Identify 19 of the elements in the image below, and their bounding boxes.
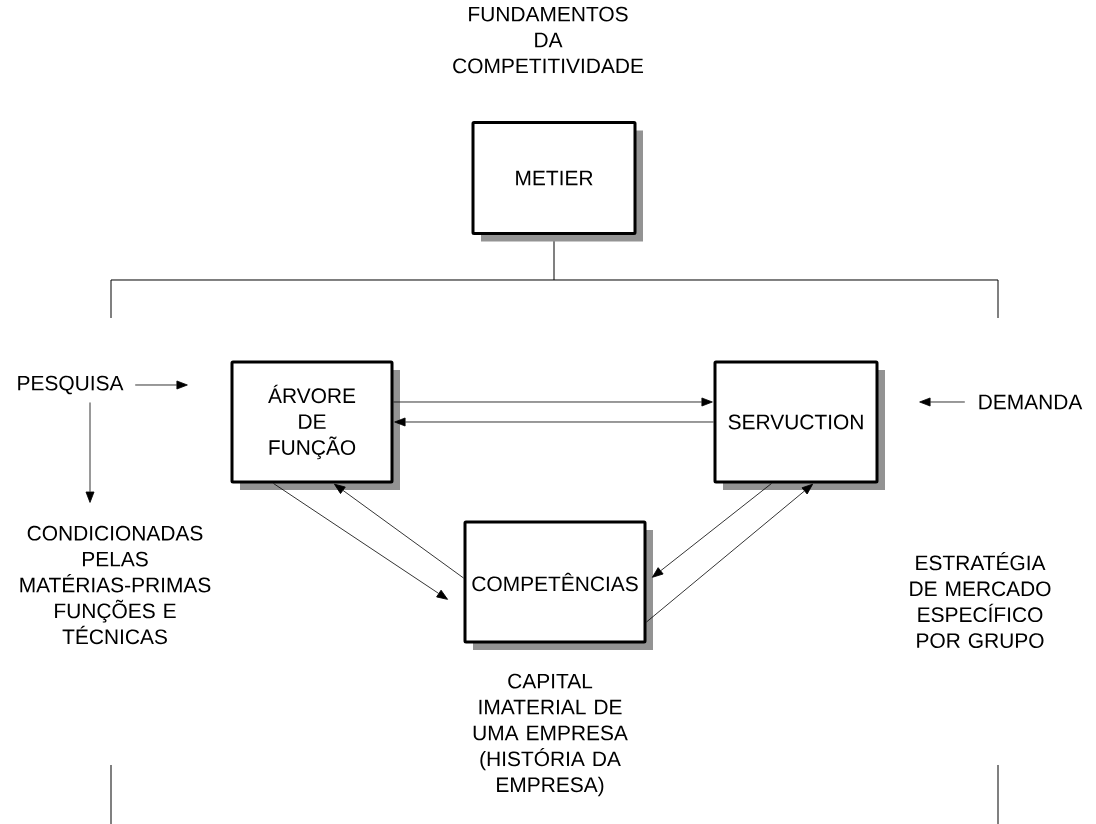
process-box: SERVUCTION bbox=[713, 360, 885, 490]
arrow bbox=[652, 483, 772, 578]
arrow bbox=[334, 483, 464, 579]
arrow bbox=[85, 402, 95, 503]
arrow bbox=[394, 417, 714, 427]
text-label: PESQUISA bbox=[18, 375, 124, 395]
text-label: DEMANDA bbox=[979, 394, 1083, 410]
process-box: ÁRVORE DE FUNÇÃO bbox=[230, 360, 400, 490]
title: FUNDAMENTOS DA COMPETITIVIDADE bbox=[453, 6, 643, 74]
text-label: CAPITAL IMATERIAL DE UMA EMPRESA (HISTÓRIA DA EMPRESA) bbox=[473, 673, 628, 797]
arrow bbox=[393, 397, 713, 407]
text-label: ESTRATÉGIA DE MERCADO ESPECÍFICO POR GRUPO bbox=[910, 551, 1051, 648]
text-label: CONDICIONADAS PELAS MATÉRIAS-PRIMAS FUNÇÕES E TÉCNICAS bbox=[20, 525, 211, 645]
arrow bbox=[273, 483, 448, 600]
arrow bbox=[134, 380, 188, 390]
process-box: COMPETÊNCIAS bbox=[463, 520, 653, 650]
arrow bbox=[919, 397, 966, 407]
arrow bbox=[646, 483, 814, 623]
process-box: METIER bbox=[471, 121, 643, 242]
